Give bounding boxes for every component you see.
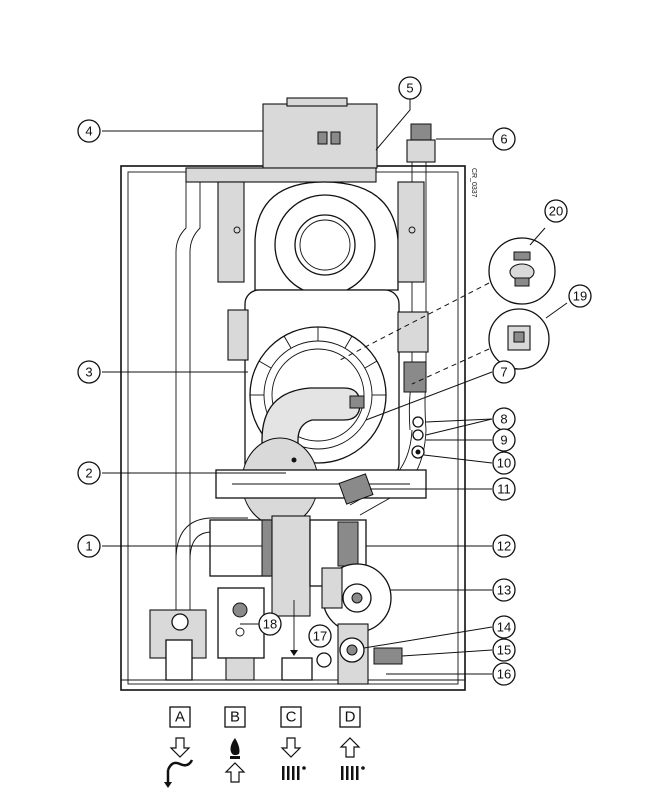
pump <box>321 563 392 633</box>
return-assembly <box>281 623 403 685</box>
callout-17: 17 <box>308 624 332 648</box>
connection-b: B <box>224 706 246 728</box>
callout-14: 14 <box>492 615 516 639</box>
callout-20-number: 20 <box>549 204 563 219</box>
flow-arrow <box>290 600 298 656</box>
callout-7: 7 <box>492 360 516 384</box>
callout-5: 5 <box>398 76 422 100</box>
callout-8: 8 <box>492 407 516 431</box>
connection-a-label: A <box>175 709 185 726</box>
callout-1: 1 <box>77 534 101 558</box>
domestic-hot-water-outlet-icon <box>164 737 194 788</box>
callout-17-number: 17 <box>313 629 327 644</box>
heating-return-icon <box>339 737 365 780</box>
callout-13-number: 13 <box>497 583 511 598</box>
connection-a: A <box>169 706 191 728</box>
dhw-valve <box>149 609 207 681</box>
flue-hood <box>185 97 378 183</box>
inset-20-thermostat <box>488 237 556 305</box>
callout-16: 16 <box>492 662 516 686</box>
leader-lines <box>102 98 568 675</box>
callout-12-number: 12 <box>497 539 511 554</box>
callout-7-number: 7 <box>500 365 507 380</box>
callout-16-number: 16 <box>497 667 511 682</box>
callout-20: 20 <box>544 199 568 223</box>
sensors <box>338 311 429 505</box>
air-separator-vent <box>406 123 436 300</box>
callout-6: 6 <box>492 127 516 151</box>
callout-11: 11 <box>492 477 516 501</box>
callout-8-number: 8 <box>500 412 507 427</box>
connection-c: C <box>280 706 302 728</box>
callout-11-number: 11 <box>497 482 511 497</box>
callout-19-number: 19 <box>573 289 587 304</box>
gas-inlet-icon <box>224 738 246 783</box>
connection-d: D <box>339 706 361 728</box>
inset-19-sensor <box>488 308 550 370</box>
gas-valve <box>217 587 265 681</box>
callout-15: 15 <box>492 638 516 662</box>
callout-12: 12 <box>492 534 516 558</box>
callout-15-number: 15 <box>497 643 511 658</box>
callout-19: 19 <box>568 284 592 308</box>
callout-9-number: 9 <box>500 433 507 448</box>
callout-18-number: 18 <box>263 617 277 632</box>
drawing-code: CR_0337 <box>470 168 477 198</box>
callout-18: 18 <box>258 612 282 636</box>
callout-14-number: 14 <box>497 620 511 635</box>
callout-4-number: 4 <box>85 124 92 139</box>
callout-1-number: 1 <box>85 539 92 554</box>
connection-b-label: B <box>230 709 240 726</box>
callout-4: 4 <box>77 119 101 143</box>
callout-13: 13 <box>492 578 516 602</box>
callout-9: 9 <box>492 428 516 452</box>
callout-6-number: 6 <box>500 132 507 147</box>
connection-c-label: C <box>286 709 297 726</box>
callout-10: 10 <box>492 451 516 475</box>
callout-3-number: 3 <box>85 365 92 380</box>
hydraulic-group <box>209 515 367 617</box>
heating-flow-icon <box>280 737 306 780</box>
callout-2-number: 2 <box>85 466 92 481</box>
callout-10-number: 10 <box>497 456 511 471</box>
callout-5-number: 5 <box>406 81 413 96</box>
callout-3: 3 <box>77 360 101 384</box>
callout-2: 2 <box>77 461 101 485</box>
connection-d-label: D <box>345 709 356 726</box>
fan <box>217 181 425 296</box>
